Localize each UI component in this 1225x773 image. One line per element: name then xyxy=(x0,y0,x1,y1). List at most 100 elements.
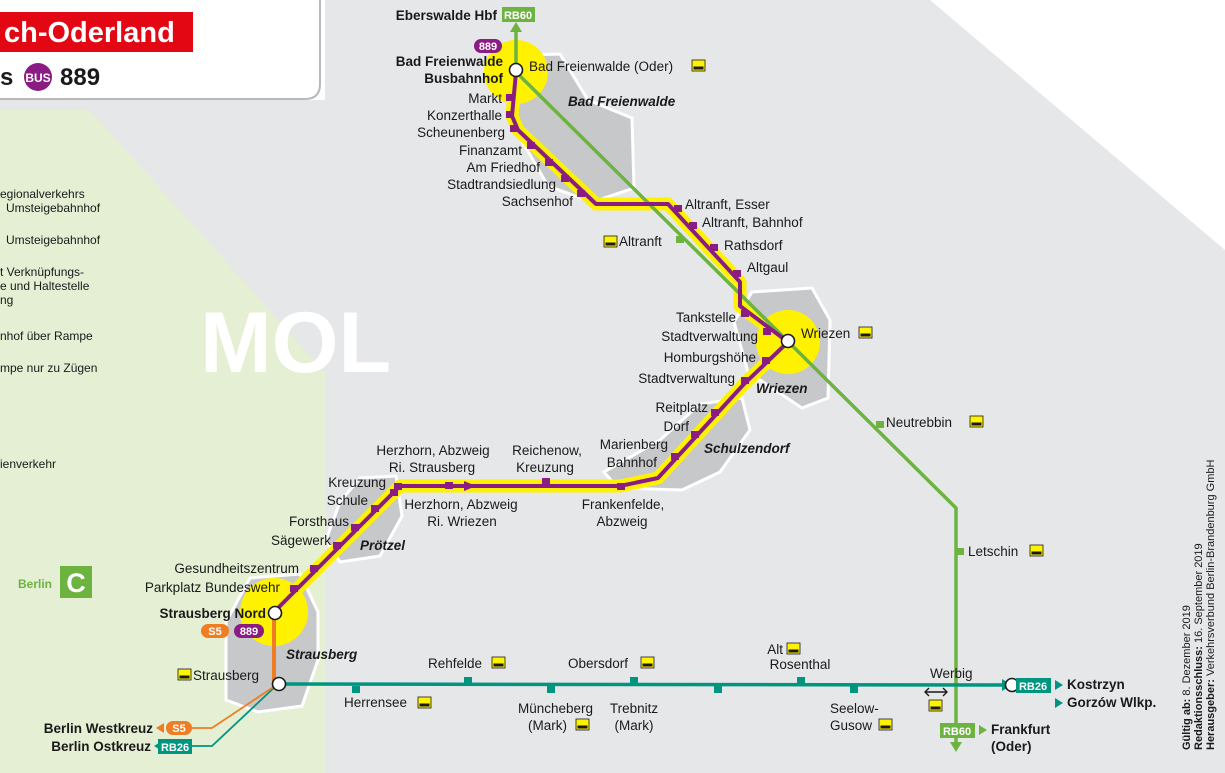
train-icon-herrensee xyxy=(417,696,432,709)
train-icon-obersdorf xyxy=(640,656,655,669)
svg-text:Herausgeber: Verkehrsverbund B: Herausgeber: Verkehrsverbund Berlin-Bran… xyxy=(1205,460,1217,750)
stop-rathsdorf: Rathsdorf xyxy=(724,238,783,253)
stop-altgaul: Altgaul xyxy=(747,260,788,275)
badge-rb60-top-label: RB60 xyxy=(504,10,532,22)
stop-obersdorf: Obersdorf xyxy=(568,656,628,671)
stop-sachsenhof: Sachsenhof xyxy=(502,194,574,209)
footer-gueltig-value: 8. Dezember 2019 xyxy=(1181,605,1193,699)
badge-889-nord xyxy=(234,624,264,638)
stop-kreuzung: Kreuzung xyxy=(328,475,386,490)
stop-dorf: Dorf xyxy=(663,419,689,434)
badge-s5-west-label: S5 xyxy=(172,723,185,735)
stop-homburgshoehe: Homburgshöhe xyxy=(664,350,756,365)
legend-line-2: Umsteigebahnhof xyxy=(6,201,101,215)
line-prefix: s xyxy=(0,64,13,91)
badge-rb60-top xyxy=(502,7,535,22)
footer-validity: Gültig ab: 8. Dezember 2019 Redaktionssc… xyxy=(1181,460,1217,750)
stop-markt: Markt xyxy=(468,91,502,106)
stop-letschin: Letschin xyxy=(968,544,1018,559)
stop-frankenfelde-1: Frankenfelde, xyxy=(582,497,665,512)
stop-finanzamt: Finanzamt xyxy=(459,143,522,158)
stop-marienberg-2: Bahnhof xyxy=(607,455,658,470)
arrow-westkreuz xyxy=(156,723,164,733)
stop-alt-rosenthal-2: Rosenthal xyxy=(770,657,831,672)
stop-herzhorn-str-2: Ri. Strausberg xyxy=(389,460,475,475)
badge-s5-nord-label: S5 xyxy=(208,626,221,638)
stop-tankstelle: Tankstelle xyxy=(676,310,736,325)
area-label-bad-freienwalde: Bad Freienwalde xyxy=(568,94,676,109)
badge-889-bf xyxy=(474,39,502,53)
station-bad-freienwalde xyxy=(508,62,524,78)
train-icon-bf xyxy=(691,59,706,72)
dest-berlin-ostkreuz: Berlin Ostkreuz xyxy=(51,739,151,754)
badge-889-bf-label: 889 xyxy=(479,41,497,53)
rb60-arrow-down xyxy=(950,742,962,752)
badge-s5-nord xyxy=(201,624,229,638)
legend-line-1: egionalverkehrs xyxy=(0,187,85,201)
dest-berlin-westkreuz: Berlin Westkreuz xyxy=(44,721,154,736)
berlin-zone-badge xyxy=(60,566,92,598)
arrow-frankfurt xyxy=(979,725,987,735)
stop-seelow-1: Seelow- xyxy=(830,701,879,716)
footer-redaktion-value: 16. September 2019 xyxy=(1193,543,1205,646)
legend-line-4: t Verknüpfungs- xyxy=(0,265,84,279)
stop-trebnitz-1: Trebnitz xyxy=(610,701,659,716)
train-icon-rehfelde xyxy=(491,656,506,669)
legend-line-6: ng xyxy=(0,293,13,307)
stop-reichenow-2: Kreuzung xyxy=(516,460,574,475)
s5-westkreuz xyxy=(190,683,279,729)
rb60-arrow-up xyxy=(510,22,522,32)
badge-rb26-west xyxy=(158,739,192,754)
stop-reichenow-1: Reichenow, xyxy=(512,443,582,458)
stop-bf-busbahnhof-2: Busbahnhof xyxy=(424,71,503,86)
bus-badge-label: BUS xyxy=(25,71,50,85)
badge-889-nord-label: 889 xyxy=(240,626,258,638)
stop-scheunenberg: Scheunenberg xyxy=(417,125,505,140)
stop-gesundheitszentrum: Gesundheitszentrum xyxy=(174,561,299,576)
stop-stadtverwaltung-1: Stadtverwaltung xyxy=(661,329,758,344)
area-label-proetzel: Prötzel xyxy=(360,538,405,553)
rb26-ostkreuz xyxy=(190,683,279,747)
stop-werbig: Werbig xyxy=(930,666,973,681)
stop-frankenfelde-2: Abzweig xyxy=(596,514,647,529)
train-icon-wriezen xyxy=(858,326,873,339)
arrow-kostrzyn xyxy=(1055,680,1063,690)
badge-rb26-east xyxy=(1016,678,1051,693)
footer-redaktion-label: Redaktionsschluss: xyxy=(1193,646,1205,750)
stop-reitplatz: Reitplatz xyxy=(655,400,708,415)
stop-herzhorn-str-1: Herzhorn, Abzweig xyxy=(376,443,489,458)
stop-stadtrandsiedlung: Stadtrandsiedlung xyxy=(447,177,556,192)
svg-text:Redaktionsschluss: 16. Septemb: Redaktionsschluss: 16. September 2019 xyxy=(1193,543,1205,750)
stop-schule: Schule xyxy=(327,493,368,508)
area-label-wriezen: Wriezen xyxy=(756,381,808,396)
berlin-label: Berlin xyxy=(18,577,52,591)
legend-line-5: e und Haltestelle xyxy=(0,279,90,293)
station-wriezen xyxy=(780,333,796,349)
station-strausberg-nord xyxy=(267,605,283,621)
train-icon-altranft xyxy=(603,235,618,248)
stop-trebnitz-2: (Mark) xyxy=(615,718,654,733)
district-code: MOL xyxy=(200,295,391,391)
badge-rb60-south xyxy=(940,723,975,738)
transfer-arrows-werbig xyxy=(924,687,948,697)
stop-konzerthalle: Konzerthalle xyxy=(427,108,502,123)
berlin-zone-letter: C xyxy=(66,568,86,598)
area-label-strausberg: Strausberg xyxy=(286,647,358,662)
legend-line-9: ienverkehr xyxy=(0,457,56,471)
dest-kostrzyn: Kostrzyn xyxy=(1067,677,1125,692)
stop-alt-rosenthal-1: Alt xyxy=(767,642,783,657)
stop-am-friedhof: Am Friedhof xyxy=(466,160,540,175)
header-border xyxy=(0,0,321,100)
stop-wriezen: Wriezen xyxy=(801,326,850,341)
stop-strausberg: Strausberg xyxy=(193,668,259,683)
legend-line-7: nhof über Rampe xyxy=(0,329,93,343)
train-icon-letschin xyxy=(1029,544,1044,557)
train-icon-strausberg xyxy=(177,668,192,681)
train-icon-muencheberg xyxy=(575,718,590,731)
bus-direction-arrow xyxy=(464,481,476,491)
rb26-line xyxy=(277,682,1013,687)
train-icon-alt-rosenthal xyxy=(786,642,801,655)
dest-frankfurt-1: Frankfurt xyxy=(991,722,1051,737)
svg-text:Gültig ab: 8. Dezember 2019: Gültig ab: 8. Dezember 2019 xyxy=(1181,605,1193,750)
